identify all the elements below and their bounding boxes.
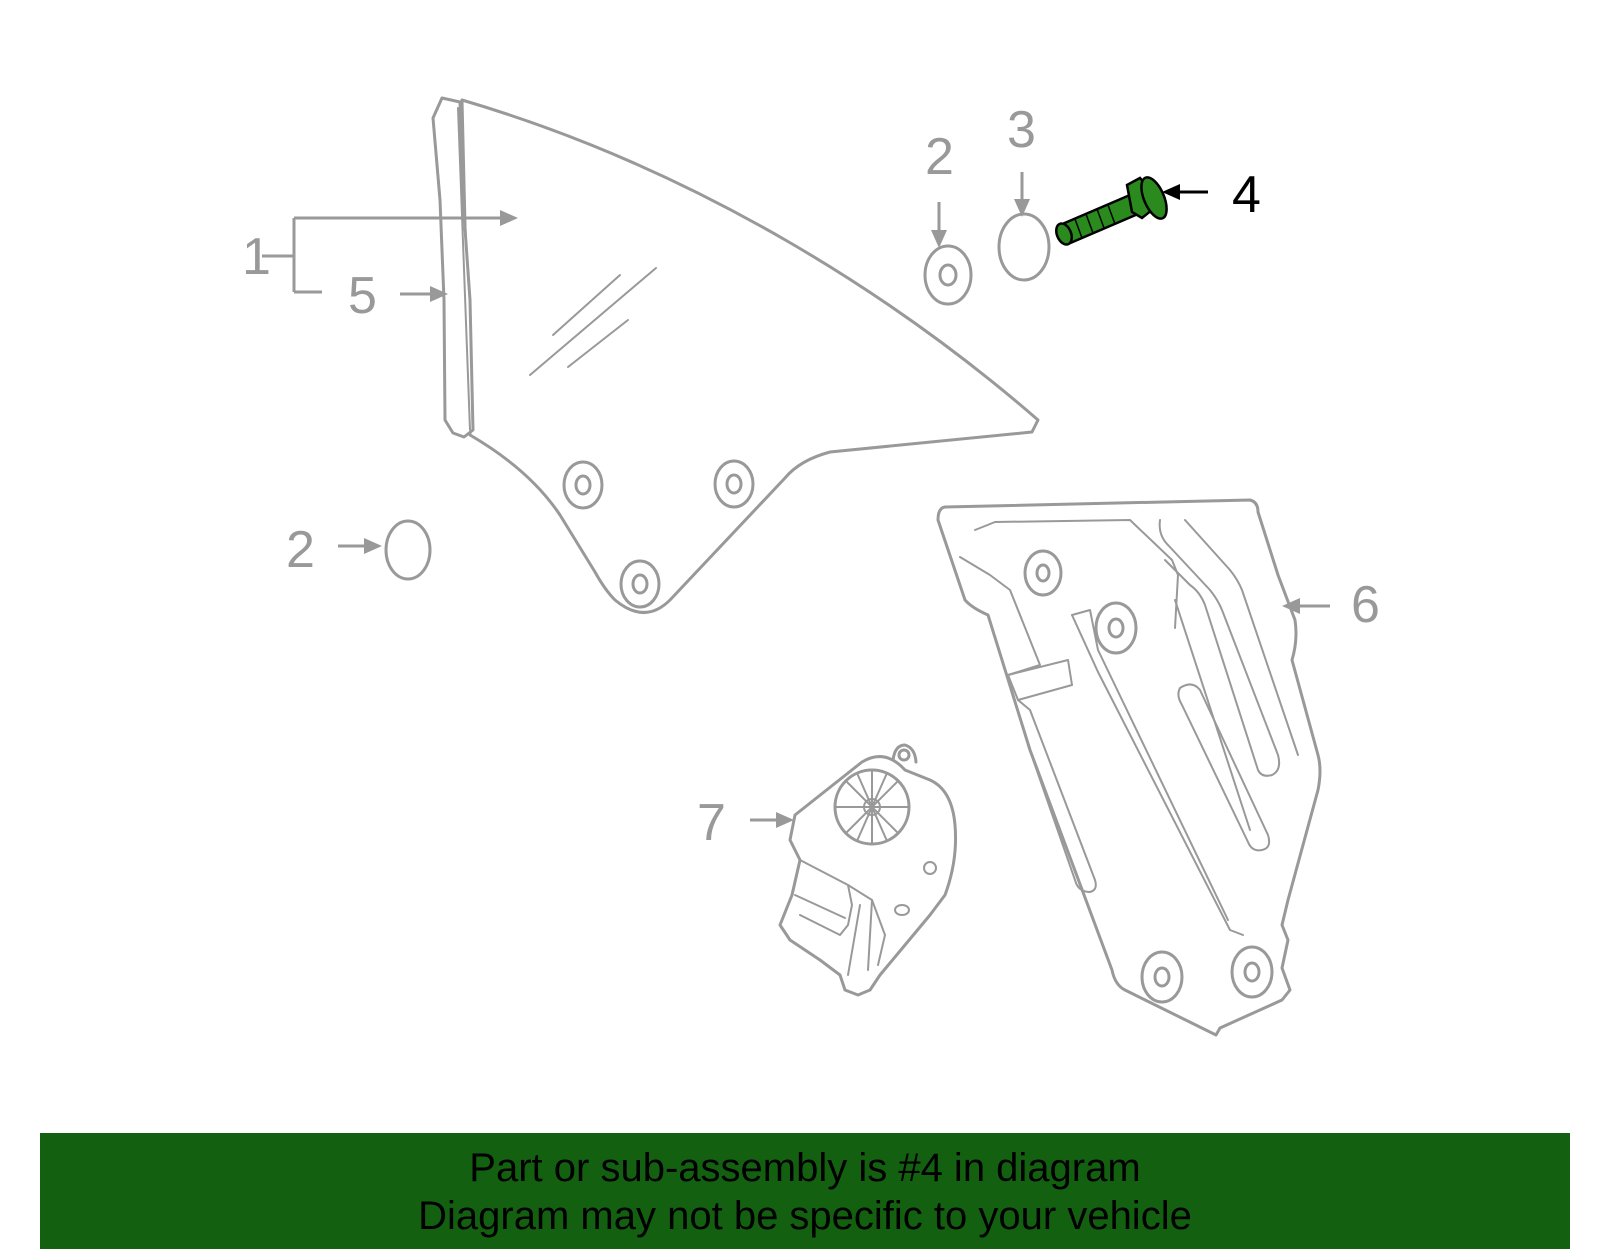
- callout-1: 1: [242, 210, 518, 294]
- washer-upper[interactable]: [923, 244, 973, 306]
- svg-text:6: 6: [1351, 576, 1380, 634]
- callout-6: 6: [1282, 576, 1380, 634]
- callout-7: 7: [697, 794, 794, 852]
- window-motor[interactable]: [778, 743, 958, 997]
- banner-line-2: Diagram may not be specific to your vehi…: [418, 1194, 1192, 1238]
- seal-ring[interactable]: [997, 212, 1051, 282]
- door-glass[interactable]: [460, 98, 1040, 614]
- info-banner: Part or sub-assembly is #4 in diagram Di…: [40, 1133, 1570, 1249]
- svg-text:2: 2: [925, 128, 954, 186]
- svg-text:3: 3: [1007, 101, 1036, 159]
- callout-4: 4: [1162, 166, 1261, 224]
- window-regulator[interactable]: [936, 498, 1322, 1037]
- callout-2-upper: 2: [925, 128, 954, 248]
- callout-5: 5: [348, 267, 448, 325]
- svg-text:5: 5: [348, 267, 377, 325]
- callout-3: 3: [1007, 101, 1036, 217]
- bolt-highlighted[interactable]: [1053, 174, 1172, 247]
- svg-text:7: 7: [697, 794, 726, 852]
- svg-text:2: 2: [286, 521, 315, 579]
- callout-2-lower: 2: [286, 521, 382, 579]
- banner-line-1: Part or sub-assembly is #4 in diagram: [469, 1146, 1141, 1190]
- glass-run-channel[interactable]: [431, 96, 475, 439]
- washer-lower[interactable]: [384, 519, 432, 581]
- svg-text:4: 4: [1232, 166, 1261, 224]
